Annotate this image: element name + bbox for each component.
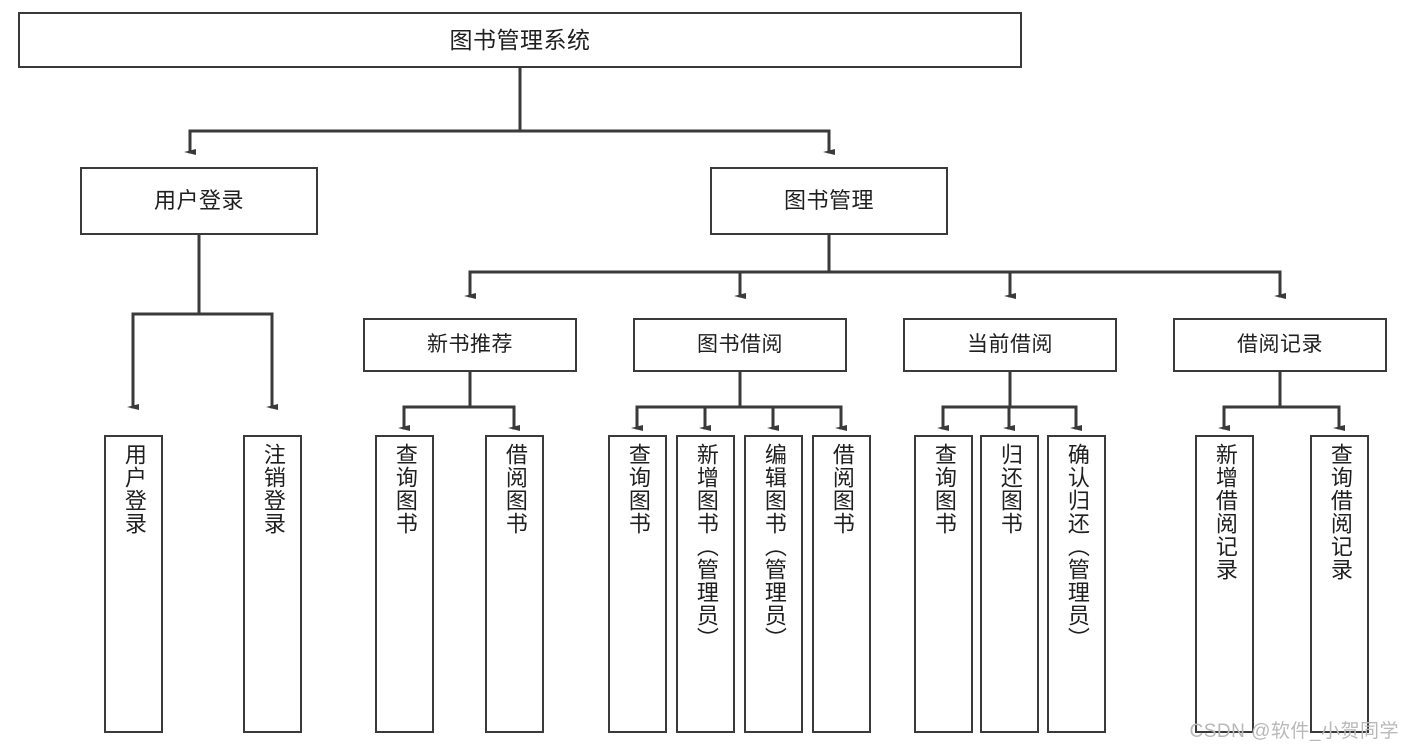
node-label: 查询图书	[931, 443, 957, 535]
node-label: 查询图书	[392, 443, 418, 535]
node-label: 编辑图书（管理员）	[761, 443, 787, 650]
node-label: 图书借阅	[697, 332, 783, 356]
node-leaf-query-book-current[interactable]: 查询图书	[914, 435, 973, 733]
node-label: 用户登录	[153, 188, 244, 214]
node-leaf-edit-book-admin[interactable]: 编辑图书（管理员）	[744, 435, 803, 733]
node-leaf-logout[interactable]: 注销登录	[243, 435, 302, 733]
watermark-text: CSDN @软件_小贺同学	[1189, 721, 1399, 742]
node-current-borrow[interactable]: 当前借阅	[903, 318, 1117, 372]
node-leaf-query-book-recommend[interactable]: 查询图书	[375, 435, 434, 733]
node-label: 注销登录	[260, 443, 286, 535]
node-label: 借阅图书	[502, 443, 528, 535]
node-label: 新书推荐	[427, 332, 513, 356]
node-leaf-query-book-borrow[interactable]: 查询图书	[608, 435, 667, 733]
node-label: 新增图书（管理员）	[693, 443, 719, 650]
node-leaf-borrow-book-recommend[interactable]: 借阅图书	[485, 435, 544, 733]
node-leaf-confirm-return-admin[interactable]: 确认归还（管理员）	[1047, 435, 1106, 733]
node-label: 图书管理系统	[449, 26, 591, 53]
node-root-book-management-system[interactable]: 图书管理系统	[18, 12, 1022, 68]
node-label: 确认归还（管理员）	[1064, 443, 1090, 650]
node-label: 图书管理	[783, 188, 874, 214]
node-label: 借阅记录	[1237, 332, 1323, 356]
node-book-borrow[interactable]: 图书借阅	[633, 318, 847, 372]
node-label: 用户登录	[121, 443, 147, 535]
node-label: 查询图书	[625, 443, 651, 535]
node-leaf-query-borrow-record[interactable]: 查询借阅记录	[1310, 435, 1369, 733]
node-leaf-borrow-book[interactable]: 借阅图书	[812, 435, 871, 733]
node-new-book-recommend[interactable]: 新书推荐	[363, 318, 577, 372]
node-book-management[interactable]: 图书管理	[710, 167, 948, 235]
node-label: 查询借阅记录	[1327, 443, 1353, 581]
node-leaf-user-login[interactable]: 用户登录	[104, 435, 163, 733]
node-label: 当前借阅	[967, 332, 1053, 356]
node-leaf-return-book[interactable]: 归还图书	[980, 435, 1039, 733]
node-leaf-add-book-admin[interactable]: 新增图书（管理员）	[676, 435, 735, 733]
node-label: 借阅图书	[829, 443, 855, 535]
node-user-login[interactable]: 用户登录	[80, 167, 318, 235]
node-leaf-add-borrow-record[interactable]: 新增借阅记录	[1195, 435, 1254, 733]
node-borrow-record[interactable]: 借阅记录	[1173, 318, 1387, 372]
node-label: 新增借阅记录	[1212, 443, 1238, 581]
node-label: 归还图书	[997, 443, 1023, 535]
